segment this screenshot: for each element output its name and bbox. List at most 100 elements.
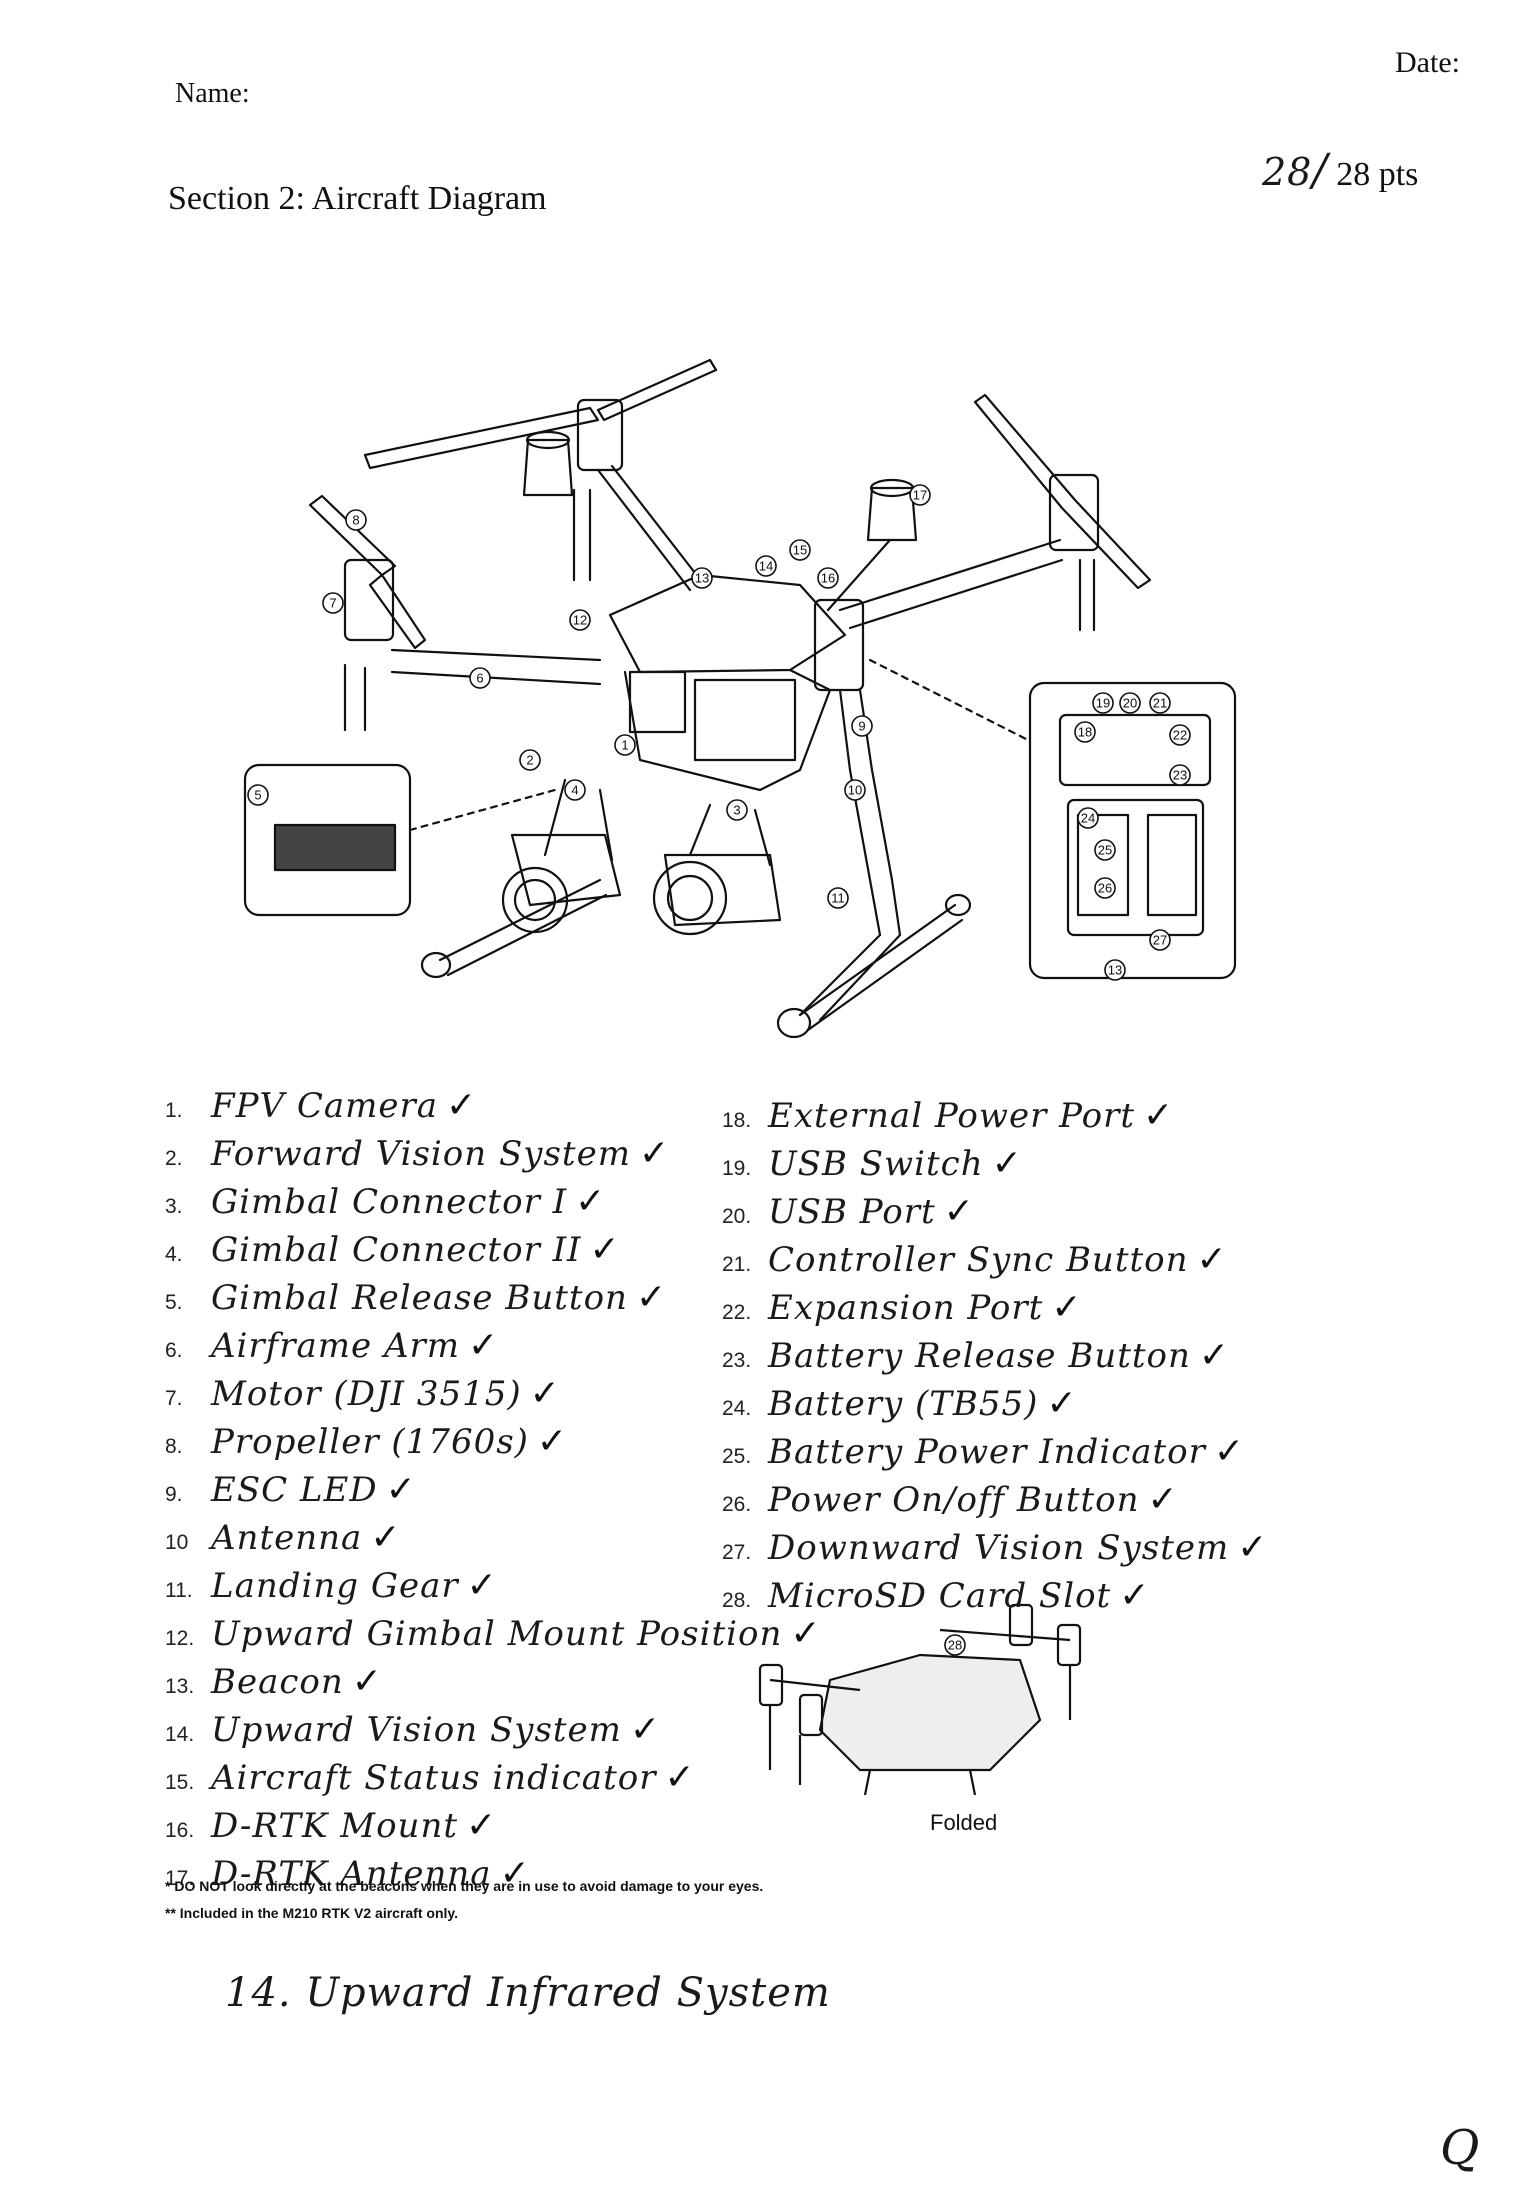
inset-rear-battery-left: [1076, 813, 1130, 917]
svg-text:16: 16: [821, 571, 835, 586]
callout-4: 4: [564, 779, 586, 801]
callout-20: 20: [1119, 692, 1141, 714]
landing-leg-front: [798, 933, 902, 1022]
arm-left-b: [390, 670, 602, 686]
gimbal-left-arm: [543, 778, 614, 862]
arm-top: [596, 468, 692, 592]
folded-motor-4: [798, 1693, 824, 1737]
score-slash: /: [1312, 145, 1329, 196]
inset-rear-battery-right: [1146, 813, 1198, 917]
folded-motor-3: [1008, 1603, 1034, 1647]
arm-top-b: [610, 464, 704, 584]
list-item: 8.Propeller (1760s)✓: [165, 1421, 568, 1462]
list-item: 4.Gimbal Connector II✓: [165, 1229, 620, 1270]
list-item: 11.Landing Gear✓: [165, 1565, 497, 1606]
list-item: 24.Battery (TB55)✓: [722, 1383, 1077, 1424]
propeller-left: [308, 494, 397, 577]
callout-15: 15: [789, 539, 811, 561]
landing-skid-rear-b: [446, 893, 608, 977]
list-item: 13.Beacon✓: [165, 1661, 382, 1702]
arm-right: [838, 538, 1062, 612]
list-item: 18.External Power Port✓: [722, 1095, 1174, 1136]
landing-gear-right-leg: [838, 688, 882, 937]
svg-text:28: 28: [948, 1638, 962, 1653]
list-item: 6.Airframe Arm✓: [165, 1325, 499, 1366]
callout-10: 10: [844, 779, 866, 801]
svg-text:22: 22: [1173, 728, 1187, 743]
aircraft-body-lower: [623, 668, 832, 792]
camera-right-lens-inner: [666, 874, 714, 922]
inset-rear-battery: [1066, 798, 1205, 937]
camera-right-body: [663, 853, 782, 927]
camera-right-lens: [652, 860, 728, 936]
inset-leader-right: [868, 658, 1030, 742]
camera-left-body: [510, 833, 622, 907]
svg-text:6: 6: [476, 671, 483, 686]
list-item: 26.Power On/off Button✓: [722, 1479, 1178, 1520]
list-item: 14.Upward Vision System✓: [165, 1709, 661, 1750]
svg-text:5: 5: [254, 788, 261, 803]
svg-text:23: 23: [1173, 768, 1187, 783]
name-label: Name:: [175, 78, 250, 109]
svg-text:20: 20: [1123, 696, 1137, 711]
svg-text:10: 10: [848, 783, 862, 798]
list-item: 7.Motor (DJI 3515)✓: [165, 1373, 560, 1414]
callout-8: 8: [345, 509, 367, 531]
callout-1: 1: [614, 734, 636, 756]
svg-text:8: 8: [352, 513, 359, 528]
arm-left: [390, 648, 602, 662]
aircraft-body-battery: [693, 678, 797, 762]
svg-text:9: 9: [858, 719, 865, 734]
inset-rear-panel: [1028, 681, 1237, 980]
callout-9: 9: [851, 715, 873, 737]
list-item: 27.Downward Vision System✓: [722, 1527, 1268, 1568]
score: 28/ 28 pts: [1262, 145, 1418, 196]
landing-skid-front-b: [806, 918, 964, 1032]
callout-14: 14: [755, 555, 777, 577]
landing-gear-top-leg: [572, 488, 592, 582]
callout-16: 16: [817, 567, 839, 589]
folded-leg-1: [768, 1705, 802, 1785]
folded-arm-left: [769, 1678, 861, 1692]
callout-12: 12: [569, 609, 591, 631]
list-item: 5.Gimbal Release Button✓: [165, 1277, 667, 1318]
skid-cap-2: [776, 1007, 812, 1039]
svg-text:27: 27: [1153, 933, 1167, 948]
inset-gimbal-release: [243, 763, 412, 917]
svg-text:19: 19: [1096, 696, 1110, 711]
callout-23: 23: [1169, 764, 1191, 786]
folded-motor-1: [758, 1663, 784, 1707]
footnote-rtk: ** Included in the M210 RTK V2 aircraft …: [165, 1905, 459, 1921]
svg-text:24: 24: [1081, 811, 1095, 826]
propeller-top-right-blade: [596, 358, 718, 422]
landing-gear-right-top-leg: [1078, 558, 1096, 632]
motor-left: [343, 558, 395, 642]
svg-text:14: 14: [759, 559, 773, 574]
callout-25: 25: [1094, 839, 1116, 861]
propeller-top-left-blade: [363, 406, 600, 470]
correction-note: 14. Upward Infrared System: [225, 1970, 831, 2016]
callout-27: 27: [1149, 929, 1171, 951]
callout-18: 18: [1074, 721, 1096, 743]
inset-leader-left: [408, 788, 557, 832]
inset-gimbal-release-slot: [273, 823, 397, 872]
svg-text:12: 12: [573, 613, 587, 628]
skid-cap-1: [420, 951, 452, 979]
svg-text:25: 25: [1098, 843, 1112, 858]
folded-caption: Folded: [930, 1810, 998, 1835]
svg-text:13: 13: [695, 571, 709, 586]
callout-6: 6: [469, 667, 491, 689]
svg-text:21: 21: [1153, 696, 1167, 711]
footnote-beacons: * DO NOT look directly at the beacons wh…: [165, 1878, 764, 1894]
callout-17: 17: [909, 484, 931, 506]
callout-19: 19: [1092, 692, 1114, 714]
list-item: 22.Expansion Port✓: [722, 1287, 1082, 1328]
list-item: 19.USB Switch✓: [722, 1143, 1022, 1184]
callout-5: 5: [247, 784, 269, 806]
d-rtk-antenna-right: [866, 486, 918, 542]
svg-text:4: 4: [571, 783, 578, 798]
list-item: 20.USB Port✓: [722, 1191, 974, 1232]
list-item: 23.Battery Release Button✓: [722, 1335, 1230, 1376]
motor-top: [576, 398, 624, 472]
camera-left-lens-inner: [513, 878, 557, 922]
